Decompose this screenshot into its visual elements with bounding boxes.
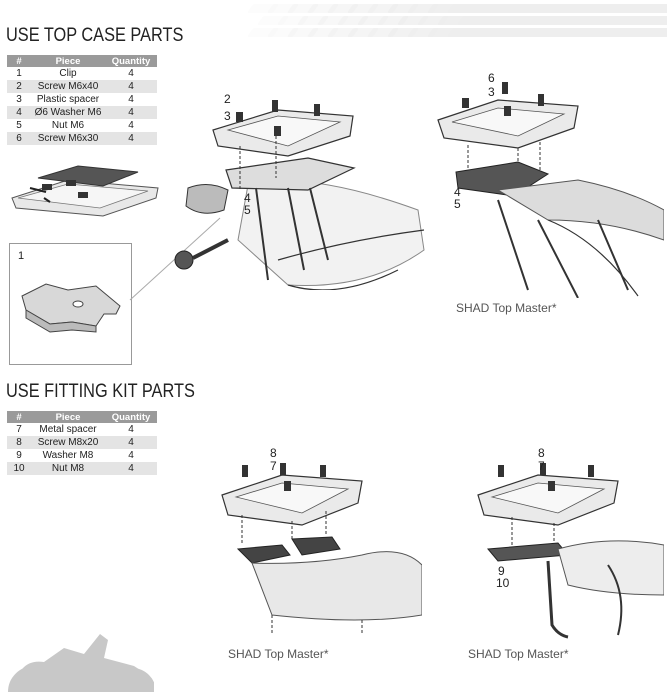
label-washer: 9	[498, 564, 505, 578]
cell-piece: Clip	[59, 68, 77, 79]
cell-piece: Ø6 Washer M6	[31, 106, 105, 119]
cell-quantity: 4	[128, 450, 134, 461]
header-quantity: Quantity	[105, 411, 157, 423]
label-screw: 8	[270, 446, 277, 460]
cell-quantity: 4	[128, 424, 134, 435]
header-piece: Piece	[31, 411, 105, 423]
section-title-top-case: USE TOP CASE PARTS	[6, 25, 184, 46]
cell-quantity: 4	[105, 462, 157, 475]
cell-number: 3	[16, 94, 22, 105]
motorcycle-silhouette-icon	[8, 634, 154, 692]
caption-top-master-3: SHAD Top Master*	[468, 647, 569, 661]
label-screw: 8	[538, 446, 545, 460]
label-spacer: 3	[488, 85, 495, 99]
label-spacer: 3	[224, 109, 231, 123]
label-washer: 4	[244, 191, 251, 205]
cell-quantity: 4	[128, 120, 134, 131]
cell-quantity: 4	[128, 94, 134, 105]
table-row: 3 Plastic spacer 4	[7, 93, 157, 106]
cell-number: 7	[16, 424, 22, 435]
cell-piece: Screw M6x40	[31, 80, 105, 93]
label-metal-spacer: 7	[270, 459, 277, 473]
cell-quantity: 4	[105, 436, 157, 449]
cell-quantity: 4	[105, 132, 157, 145]
label-nut: 10	[496, 576, 510, 590]
header-piece: Piece	[31, 55, 105, 67]
label-washer: 4	[454, 185, 461, 199]
header-number: #	[7, 55, 31, 67]
top-case-rack-diagram-2: 6 3 4 5	[437, 71, 664, 298]
label-metal-spacer: 7	[538, 459, 545, 473]
cell-quantity: 4	[105, 80, 157, 93]
cell-number: 4	[7, 106, 31, 119]
label-nut: 5	[244, 203, 251, 217]
table-row: 9 Washer M8 4	[7, 449, 157, 462]
cell-number: 10	[7, 462, 31, 475]
label-nut: 5	[454, 197, 461, 211]
table-header-row: # Piece Quantity	[7, 411, 157, 423]
cell-piece: Nut M8	[31, 462, 105, 475]
cell-piece: Nut M6	[51, 120, 85, 131]
cell-piece: Metal spacer	[39, 424, 97, 435]
fitting-kit-diagram-2: 8 7 9 10	[477, 446, 664, 639]
clip-detail-callout: 1	[9, 243, 132, 365]
fitting-kit-diagram-1: 8 7	[221, 446, 422, 635]
cell-number: 2	[7, 80, 31, 93]
cell-piece: Plastic spacer	[36, 94, 100, 105]
cell-number: 1	[16, 68, 22, 79]
rack-plate-illustration	[11, 165, 159, 217]
caption-top-master-2: SHAD Top Master*	[228, 647, 329, 661]
caption-top-master-1: SHAD Top Master*	[456, 301, 557, 315]
label-screw: 6	[488, 71, 495, 85]
top-case-rack-diagram-1: 2 3 4 5	[174, 92, 425, 290]
table-row: 7 Metal spacer 4	[7, 423, 157, 436]
cell-piece: Screw M6x30	[31, 132, 105, 145]
label-screw: 2	[224, 92, 231, 106]
table-row: 1 Clip 4	[7, 67, 157, 80]
cell-piece: Washer M8	[42, 450, 94, 461]
callout-number: 1	[18, 250, 25, 262]
table-header-row: # Piece Quantity	[7, 55, 157, 67]
cell-number: 6	[7, 132, 31, 145]
table-row: 5 Nut M6 4	[7, 119, 157, 132]
section-title-fitting-kit: USE FITTING KIT PARTS	[6, 381, 195, 402]
header-number: #	[7, 411, 31, 423]
header-quantity: Quantity	[105, 55, 157, 67]
clip-icon	[21, 283, 121, 333]
cell-number: 8	[7, 436, 31, 449]
cell-quantity: 4	[128, 68, 134, 79]
cell-piece: Screw M8x20	[31, 436, 105, 449]
cell-number: 5	[16, 120, 22, 131]
cell-number: 9	[16, 450, 22, 461]
cell-quantity: 4	[105, 106, 157, 119]
